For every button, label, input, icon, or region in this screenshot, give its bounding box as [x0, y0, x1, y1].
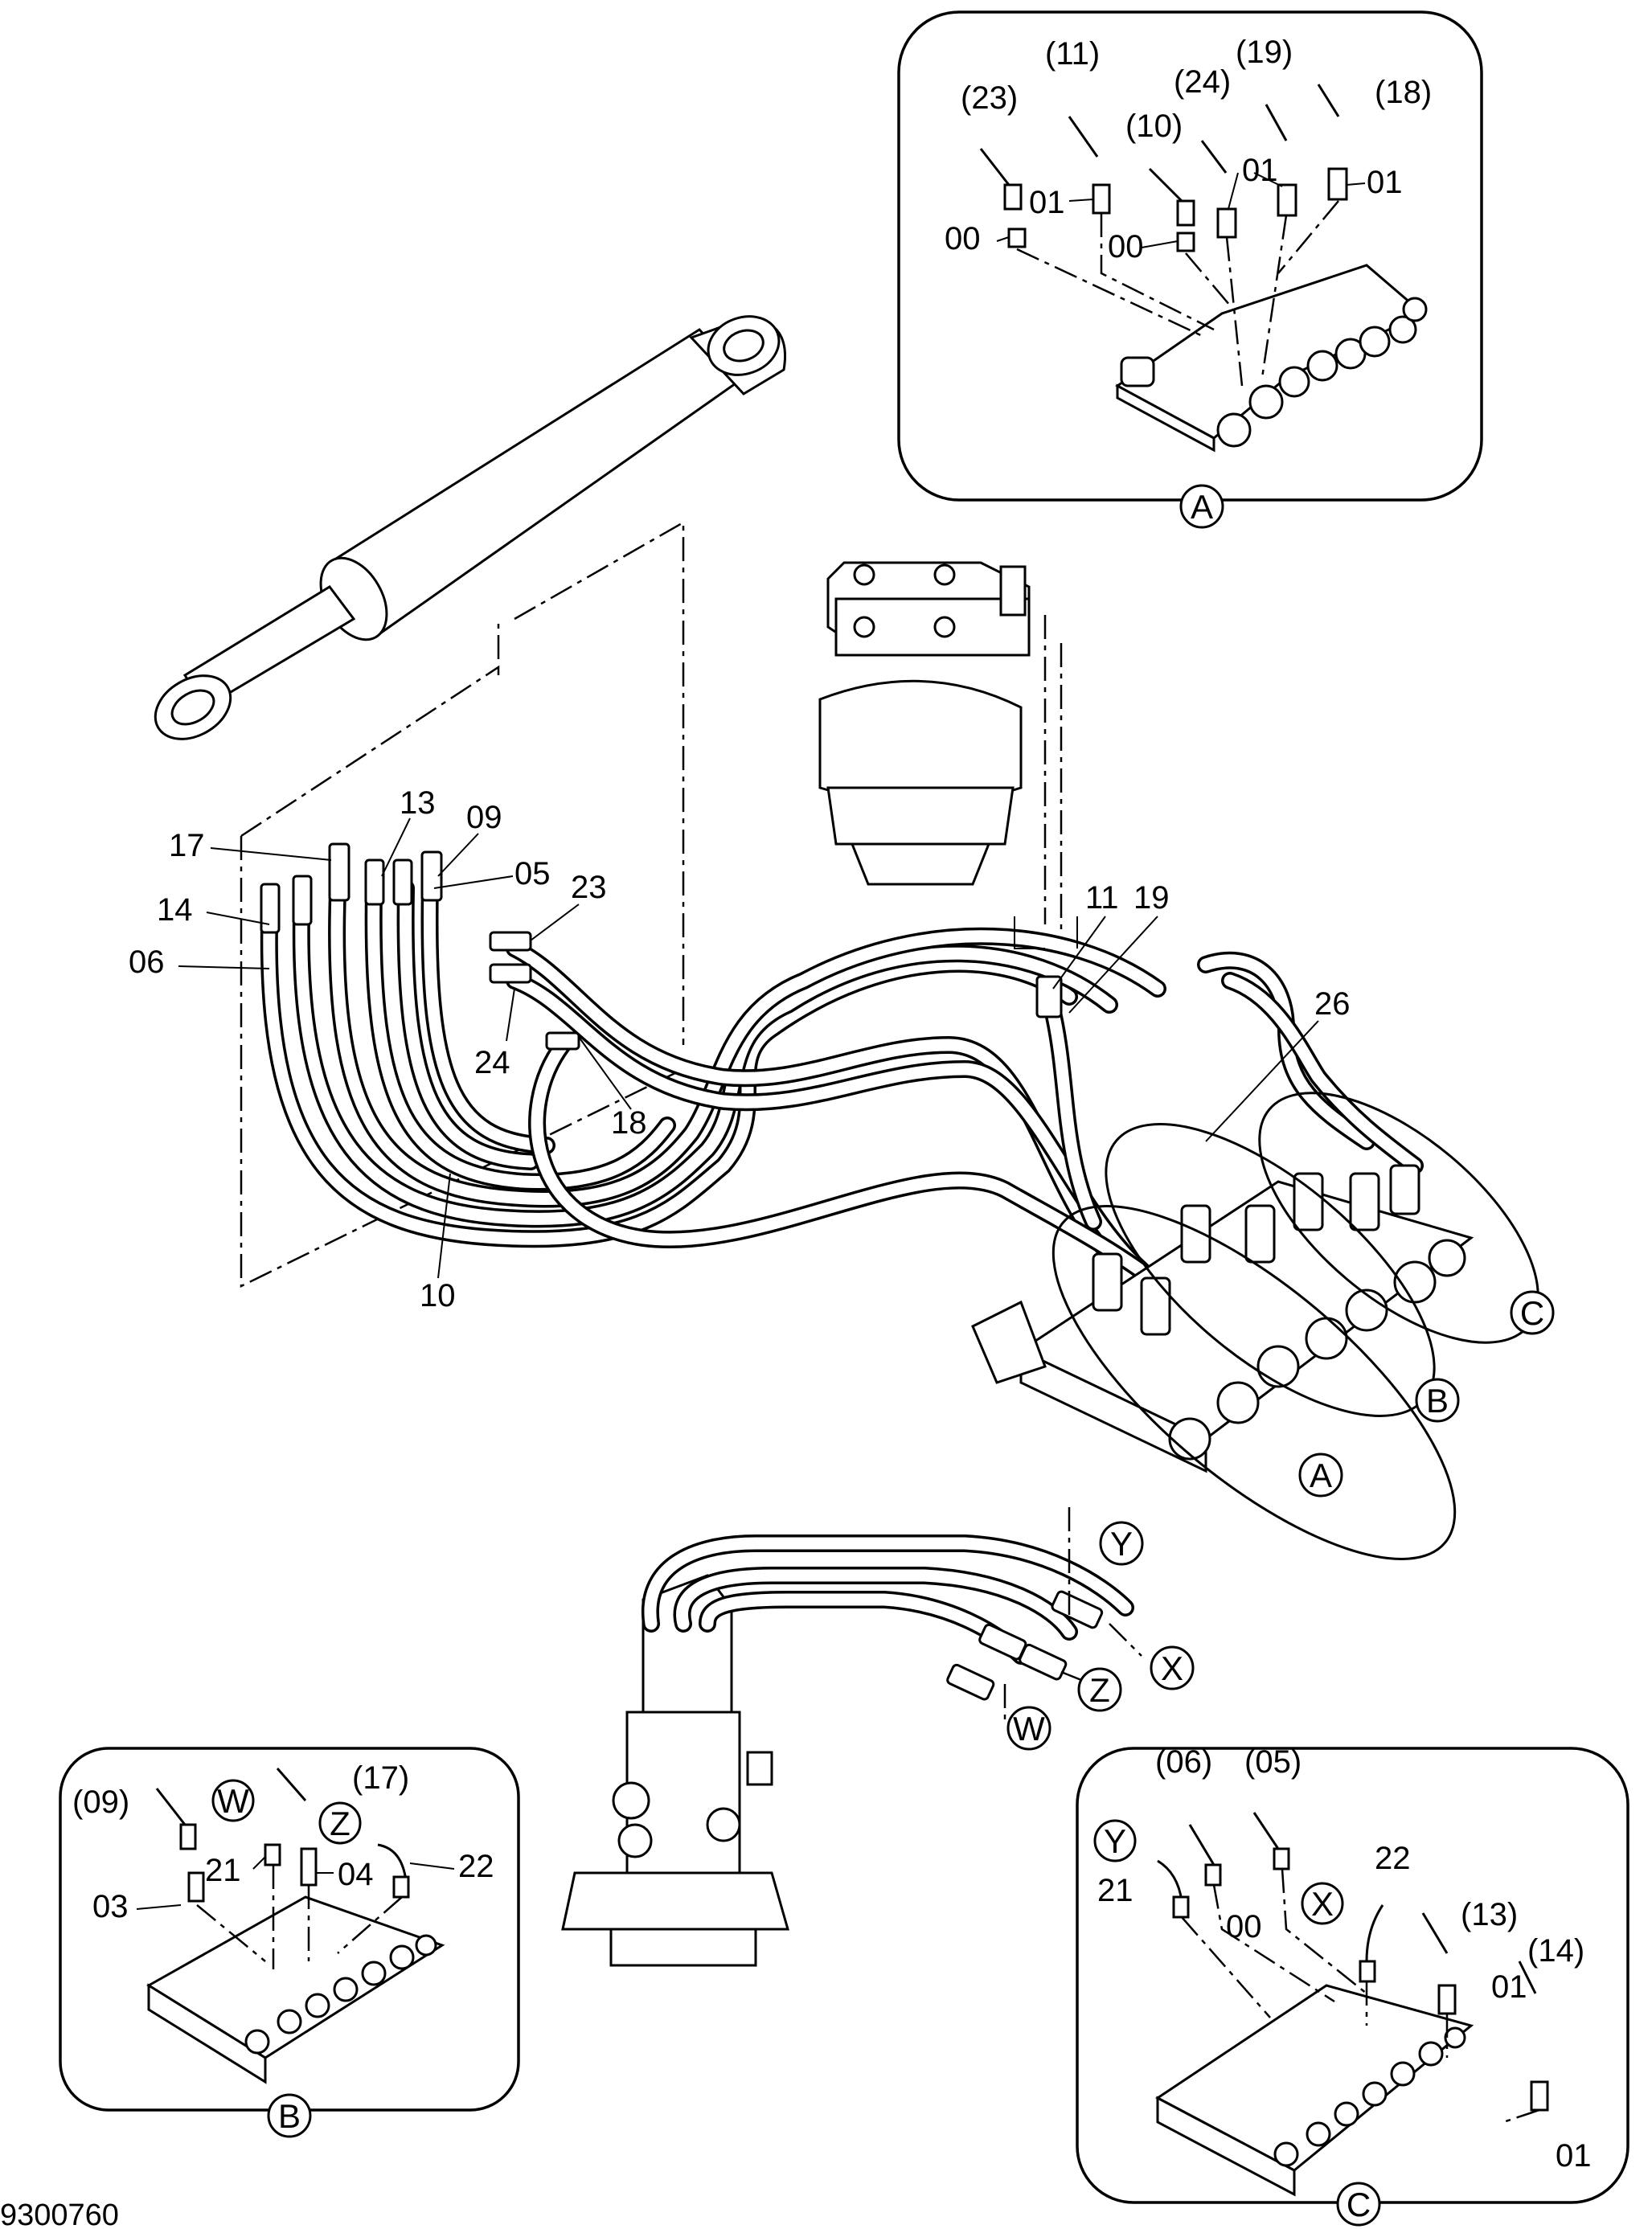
detail-a-label-10: (10) [1125, 109, 1183, 144]
detail-c-label-00: 00 [1226, 1909, 1262, 1944]
label-09: 09 [466, 800, 502, 835]
detail-a-label-19: (19) [1236, 35, 1293, 70]
callout-a: A [1191, 488, 1213, 526]
callout-w: W [217, 1782, 249, 1820]
label-14: 14 [157, 892, 193, 928]
label-24: 24 [474, 1045, 510, 1080]
callout-c: C [1347, 2186, 1371, 2223]
callout-b: B [278, 2097, 301, 2135]
label-26: 26 [1314, 986, 1351, 1022]
label-18: 18 [611, 1105, 647, 1141]
callout-x: X [1161, 1649, 1183, 1687]
detail-c-label-01: 01 [1491, 1969, 1527, 2005]
callout-z: Z [1089, 1671, 1110, 1709]
detail-c-label-06: (06) [1155, 1744, 1212, 1780]
figure-number: 9300760 [0, 2198, 119, 2229]
callout-w: W [1013, 1710, 1045, 1748]
detail-b-label-04: 04 [338, 1857, 374, 1892]
callout-z: Z [330, 1805, 350, 1842]
detail-c-label-14: (14) [1527, 1933, 1584, 1969]
detail-a-label-01: 01 [1242, 153, 1278, 188]
detail-a-label-11: (11) [1045, 36, 1100, 72]
detail-a-fittings [979, 84, 1348, 252]
detail-a-label-00: 00 [1108, 229, 1144, 264]
label-11: 11 [1085, 880, 1119, 916]
label-06: 06 [129, 944, 165, 980]
callout-y: Y [1110, 1525, 1133, 1563]
detail-c: (06) (05) Y 21 00 X 22 (13) (14) 01 01 C [1076, 1744, 1629, 2227]
detail-a: (23) (11) (24) (19) (10) (18) 01 01 01 0… [897, 10, 1483, 529]
detail-b-label-03: 03 [92, 1889, 129, 1924]
callout-b: B [1426, 1382, 1449, 1420]
detail-a-label-01: 01 [1367, 165, 1403, 200]
detail-c-label-13: (13) [1461, 1897, 1518, 1932]
label-13: 13 [400, 785, 436, 821]
detail-c-label-22: 22 [1375, 1841, 1411, 1876]
detail-b-label-09: (09) [72, 1784, 129, 1820]
detail-b-label-17: (17) [352, 1760, 409, 1796]
label-05: 05 [514, 856, 551, 891]
detail-a-label-00: 00 [945, 221, 981, 256]
detail-a-label-18: (18) [1375, 75, 1432, 110]
swing-motor [818, 561, 1063, 932]
detail-a-valve-block [1115, 264, 1428, 453]
detail-c-label-01: 01 [1556, 2138, 1592, 2174]
detail-c-label-21: 21 [1097, 1873, 1133, 1908]
detail-a-label-01: 01 [1029, 185, 1065, 220]
detail-c-frame [1076, 1747, 1629, 2204]
label-23: 23 [571, 870, 607, 905]
hose-bundle [260, 842, 1424, 1311]
detail-b: (09) (17) W Z 21 04 22 03 B [59, 1747, 520, 2138]
detail-a-label-24: (24) [1174, 64, 1231, 100]
callout-c: C [1520, 1294, 1544, 1332]
label-19: 19 [1133, 880, 1170, 916]
callout-a: A [1310, 1457, 1332, 1494]
hydraulic-cylinder [154, 315, 786, 1289]
detail-a-label-23: (23) [961, 80, 1018, 116]
main-callouts: C B A Y X Z W [1006, 1290, 1555, 1751]
detail-b-label-22: 22 [458, 1849, 494, 1884]
label-17: 17 [169, 828, 205, 863]
callout-y: Y [1104, 1822, 1126, 1860]
label-10: 10 [420, 1278, 456, 1313]
detail-c-label-05: (05) [1244, 1744, 1302, 1780]
detail-b-label-21: 21 [205, 1853, 241, 1888]
swivel-joint [561, 1507, 1142, 1967]
control-valve [971, 1092, 1539, 1560]
callout-x: X [1311, 1885, 1334, 1923]
main-labels: 17 13 09 05 14 06 23 24 18 10 11 19 26 [129, 785, 1351, 1313]
callout-a-circle [1179, 484, 1224, 529]
